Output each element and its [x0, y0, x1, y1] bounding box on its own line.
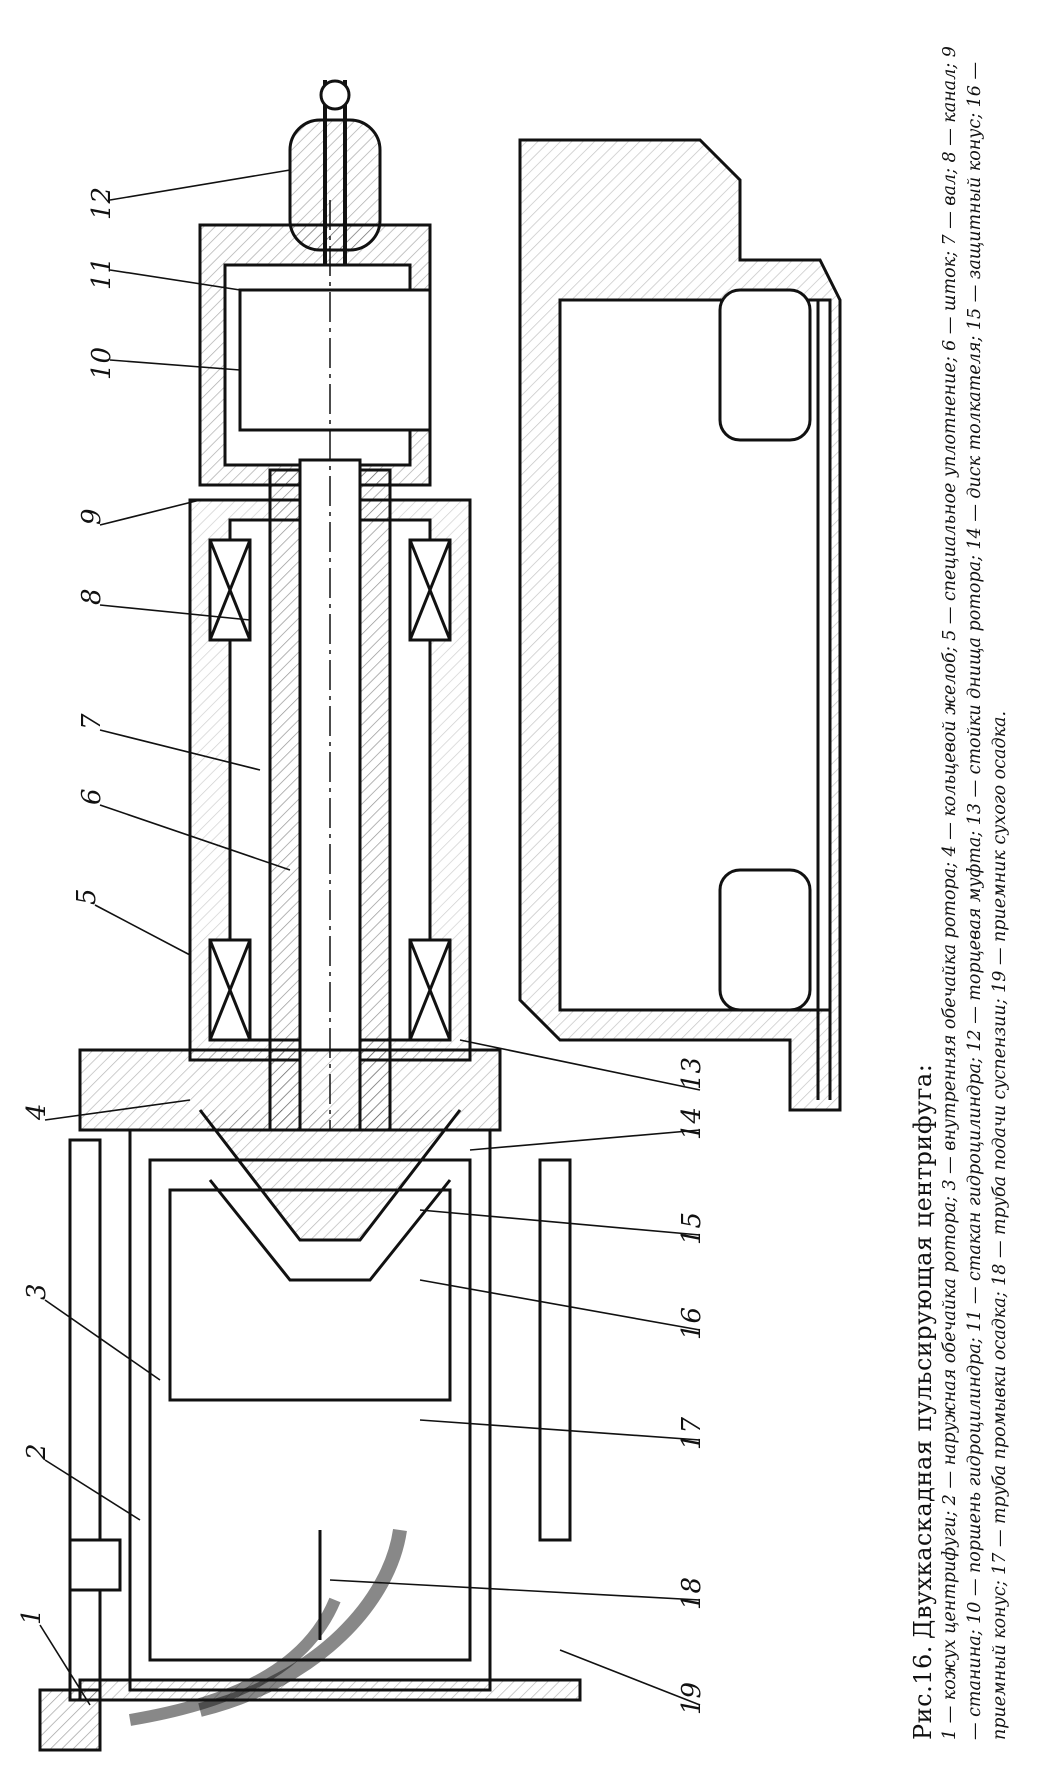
- callout-numbers: 1 2 3 4 5 6 7 8 9 10 11 12 13 14 15 16 1…: [17, 187, 707, 1715]
- callout-15: 15: [677, 1212, 707, 1245]
- callout-1: 1: [17, 1608, 47, 1625]
- callout-19: 19: [677, 1682, 707, 1715]
- callout-7: 7: [77, 713, 107, 730]
- figure-legend: 1 — кожух центрифуги; 2 — наружная обеча…: [940, 46, 1010, 1740]
- callout-12: 12: [87, 187, 117, 220]
- callout-11: 11: [87, 257, 117, 290]
- shaft-assembly: [188, 200, 472, 1300]
- leader-lines: [39, 169, 701, 1706]
- callout-3: 3: [22, 1283, 52, 1300]
- figure-label: Рис.16.: [909, 1645, 937, 1740]
- figure-title: Двухкаскадная пульсирующая центрифуга:: [909, 1063, 937, 1640]
- callout-17: 17: [677, 1416, 707, 1450]
- callout-5: 5: [72, 888, 102, 905]
- caption-heading: Рис.16. Двухкаскадная пульсирующая центр…: [909, 40, 938, 1740]
- rotor-casing: [38, 1048, 582, 1752]
- callout-13: 13: [677, 1057, 707, 1090]
- callout-4: 4: [22, 1103, 52, 1121]
- callout-18: 18: [677, 1577, 707, 1610]
- figure-caption: Рис.16. Двухкаскадная пульсирующая центр…: [909, 40, 1013, 1740]
- callout-9: 9: [77, 508, 107, 525]
- frame-bed: [518, 138, 842, 1112]
- callout-14: 14: [677, 1107, 707, 1140]
- hydraulic-cylinder: [198, 79, 432, 487]
- callout-16: 16: [677, 1307, 707, 1340]
- callout-6: 6: [77, 788, 107, 805]
- callout-10: 10: [87, 347, 117, 380]
- callout-8: 8: [77, 588, 107, 605]
- callout-2: 2: [22, 1443, 52, 1461]
